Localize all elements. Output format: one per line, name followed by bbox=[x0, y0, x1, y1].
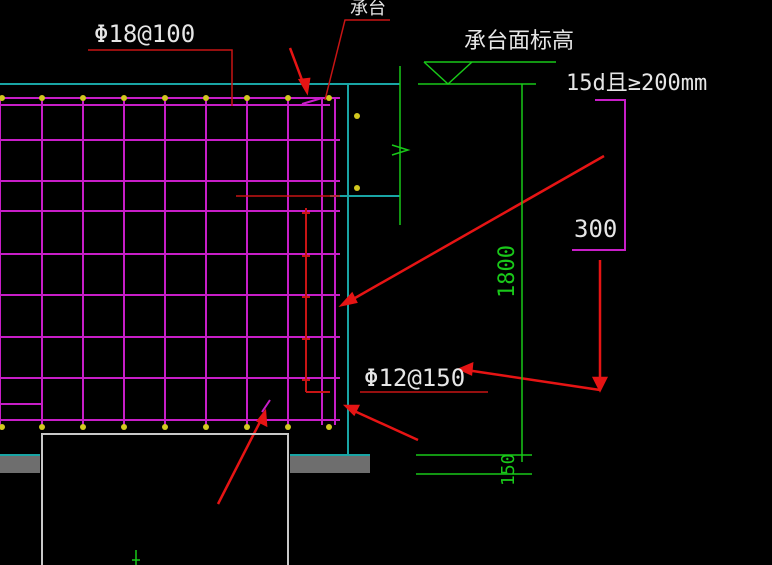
hook-length-label: 300 bbox=[574, 215, 617, 243]
pile-outline bbox=[41, 433, 289, 565]
leader-lines bbox=[88, 19, 488, 393]
depth-dimension-label: 1800 bbox=[495, 245, 520, 298]
rebar-grid bbox=[0, 97, 626, 425]
anchorage-label: 15d且≥200mm bbox=[566, 71, 707, 96]
rebar-dots bbox=[0, 95, 360, 430]
cap-elevation-label: 承台面标高 bbox=[464, 29, 574, 54]
side-rebars bbox=[302, 208, 330, 393]
annotation-arrows bbox=[216, 47, 609, 505]
side-rebar-label: Φ12@150 bbox=[364, 364, 465, 392]
concrete-outline bbox=[0, 83, 400, 455]
cover-dimension-label: 150 bbox=[498, 453, 519, 486]
top-rebar-label: Φ18@100 bbox=[94, 20, 195, 48]
dimension-lines bbox=[132, 61, 556, 565]
ground-hatch bbox=[0, 454, 370, 473]
cap-top-label: 承台 bbox=[350, 0, 386, 19]
